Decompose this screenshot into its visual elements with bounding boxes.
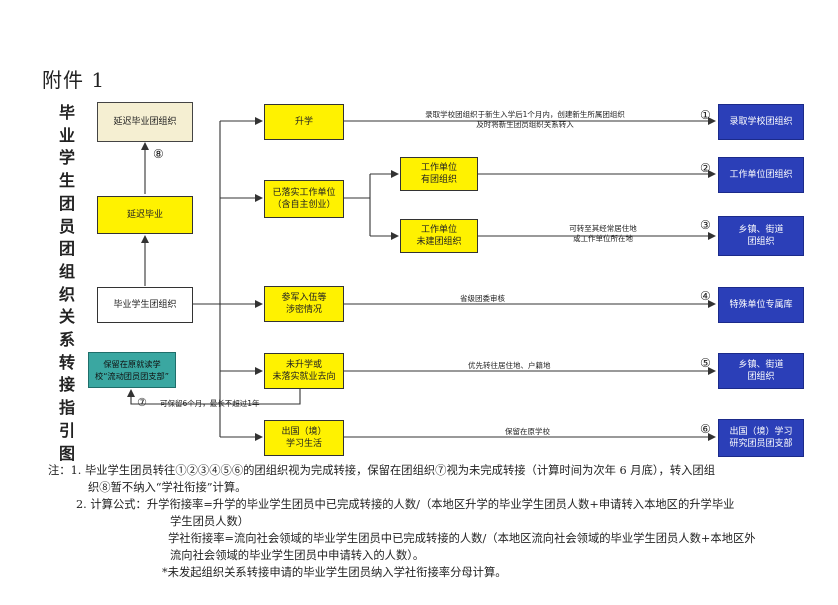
node-retain-mobile-branch: 保留在原就读学 校“流动团员团支部” (88, 352, 176, 388)
note-1-cont: 织⑧暂不纳入“学社衔接”计算。 (88, 481, 247, 494)
node-employer-with-org: 工作单位 有团组织 (400, 157, 478, 191)
marker-5: ⑤ (700, 356, 711, 370)
target-special-unit-db: 特殊单位专属库 (718, 287, 804, 323)
title-char: 转 (58, 352, 75, 372)
node-military: 参军入伍等 涉密情况 (264, 286, 344, 322)
title-char: 关 (58, 307, 75, 327)
title-char: 指 (58, 398, 75, 418)
title-char: 生 (58, 171, 75, 191)
target-township-org-2: 乡镇、街道 团组织 (718, 353, 804, 389)
marker-2: ② (700, 161, 711, 175)
node-abroad: 出国（境） 学习生活 (264, 420, 344, 456)
title-char: 员 (58, 216, 75, 236)
note-1: 注：1. 毕业学生团员转往①②③④⑤⑥的团组织视为完成转接，保留在团组织⑦视为未… (48, 464, 716, 477)
edge-label-keep-school: 保留在原学校 (505, 427, 550, 436)
note-3: 学社衔接率=流向社会领域的毕业学生团员中已完成转接的人数/（本地区流向社会领域的… (168, 532, 756, 545)
marker-6: ⑥ (700, 422, 711, 436)
vertical-title: 毕 业 学 生 团 员 团 组 织 关 系 转 接 指 引 图 (54, 102, 80, 465)
node-graduate-org: 毕业学生团组织 (97, 287, 193, 323)
node-employed: 已落实工作单位 （含自主创业） (264, 180, 344, 218)
node-employer-without-org: 工作单位 未建团组织 (400, 219, 478, 253)
note-3-cont: 流向社会领域的毕业学生团员中申请转入的人数）。 (170, 549, 425, 562)
target-admitting-school-org: 录取学校团组织 (718, 104, 804, 140)
edge-label-retain: 可保留6个月，最长不超过1年 (160, 399, 260, 408)
node-no-destination: 未升学或 未落实就业去向 (264, 353, 344, 389)
attachment-label: 附件 1 (42, 68, 106, 92)
note-2: 2. 计算公式：升学衔接率=升学的毕业学生团员中已完成转接的人数/（本地区升学的… (76, 498, 735, 511)
title-char: 系 (58, 330, 75, 350)
note-2-cont: 学生团员人数） (170, 515, 250, 528)
target-employer-org: 工作单位团组织 (718, 157, 804, 193)
edge-label-residence-priority: 优先转往居住地、户籍地 (468, 361, 551, 370)
marker-1: ① (700, 108, 711, 122)
title-char: 学 (58, 148, 75, 168)
marker-4: ④ (700, 289, 711, 303)
edge-line (127, 388, 301, 405)
title-char: 团 (58, 239, 75, 259)
title-char: 业 (58, 125, 75, 145)
footnotes: 注：1. 毕业学生团员转往①②③④⑤⑥的团组织视为完成转接，保留在团组织⑦视为未… (48, 462, 818, 581)
marker-7: ⑦ (137, 396, 147, 409)
target-township-org: 乡镇、街道 团组织 (718, 216, 804, 256)
target-abroad-branch: 出国（境）学习 研究团员团支部 (718, 419, 804, 457)
title-char: 织 (58, 284, 75, 304)
node-further-study: 升学 (264, 104, 344, 140)
title-char: 接 (58, 375, 75, 395)
marker-8: ⑧ (153, 147, 164, 161)
marker-3: ③ (700, 218, 711, 232)
title-char: 组 (58, 261, 75, 281)
note-4: *未发起组织关系转接申请的毕业学生团员纳入学社衔接率分母计算。 (162, 566, 507, 579)
node-delayed-graduation: 延迟毕业 (97, 196, 193, 234)
title-char: 引 (58, 420, 75, 440)
title-char: 毕 (58, 103, 75, 122)
title-char: 图 (58, 443, 75, 463)
title-char: 团 (58, 193, 75, 213)
edge-label-residence: 可转至其经常居住地 或工作单位所在地 (569, 224, 637, 243)
edge-label-admission: 录取学校团组织于新生入学后1个月内，创建新生所属团组织 及时将新生团员组织关系转… (425, 110, 625, 129)
edge-label-provincial-review: 省级团委审核 (460, 294, 505, 303)
node-delayed-graduation-org: 延迟毕业团组织 (97, 102, 193, 142)
